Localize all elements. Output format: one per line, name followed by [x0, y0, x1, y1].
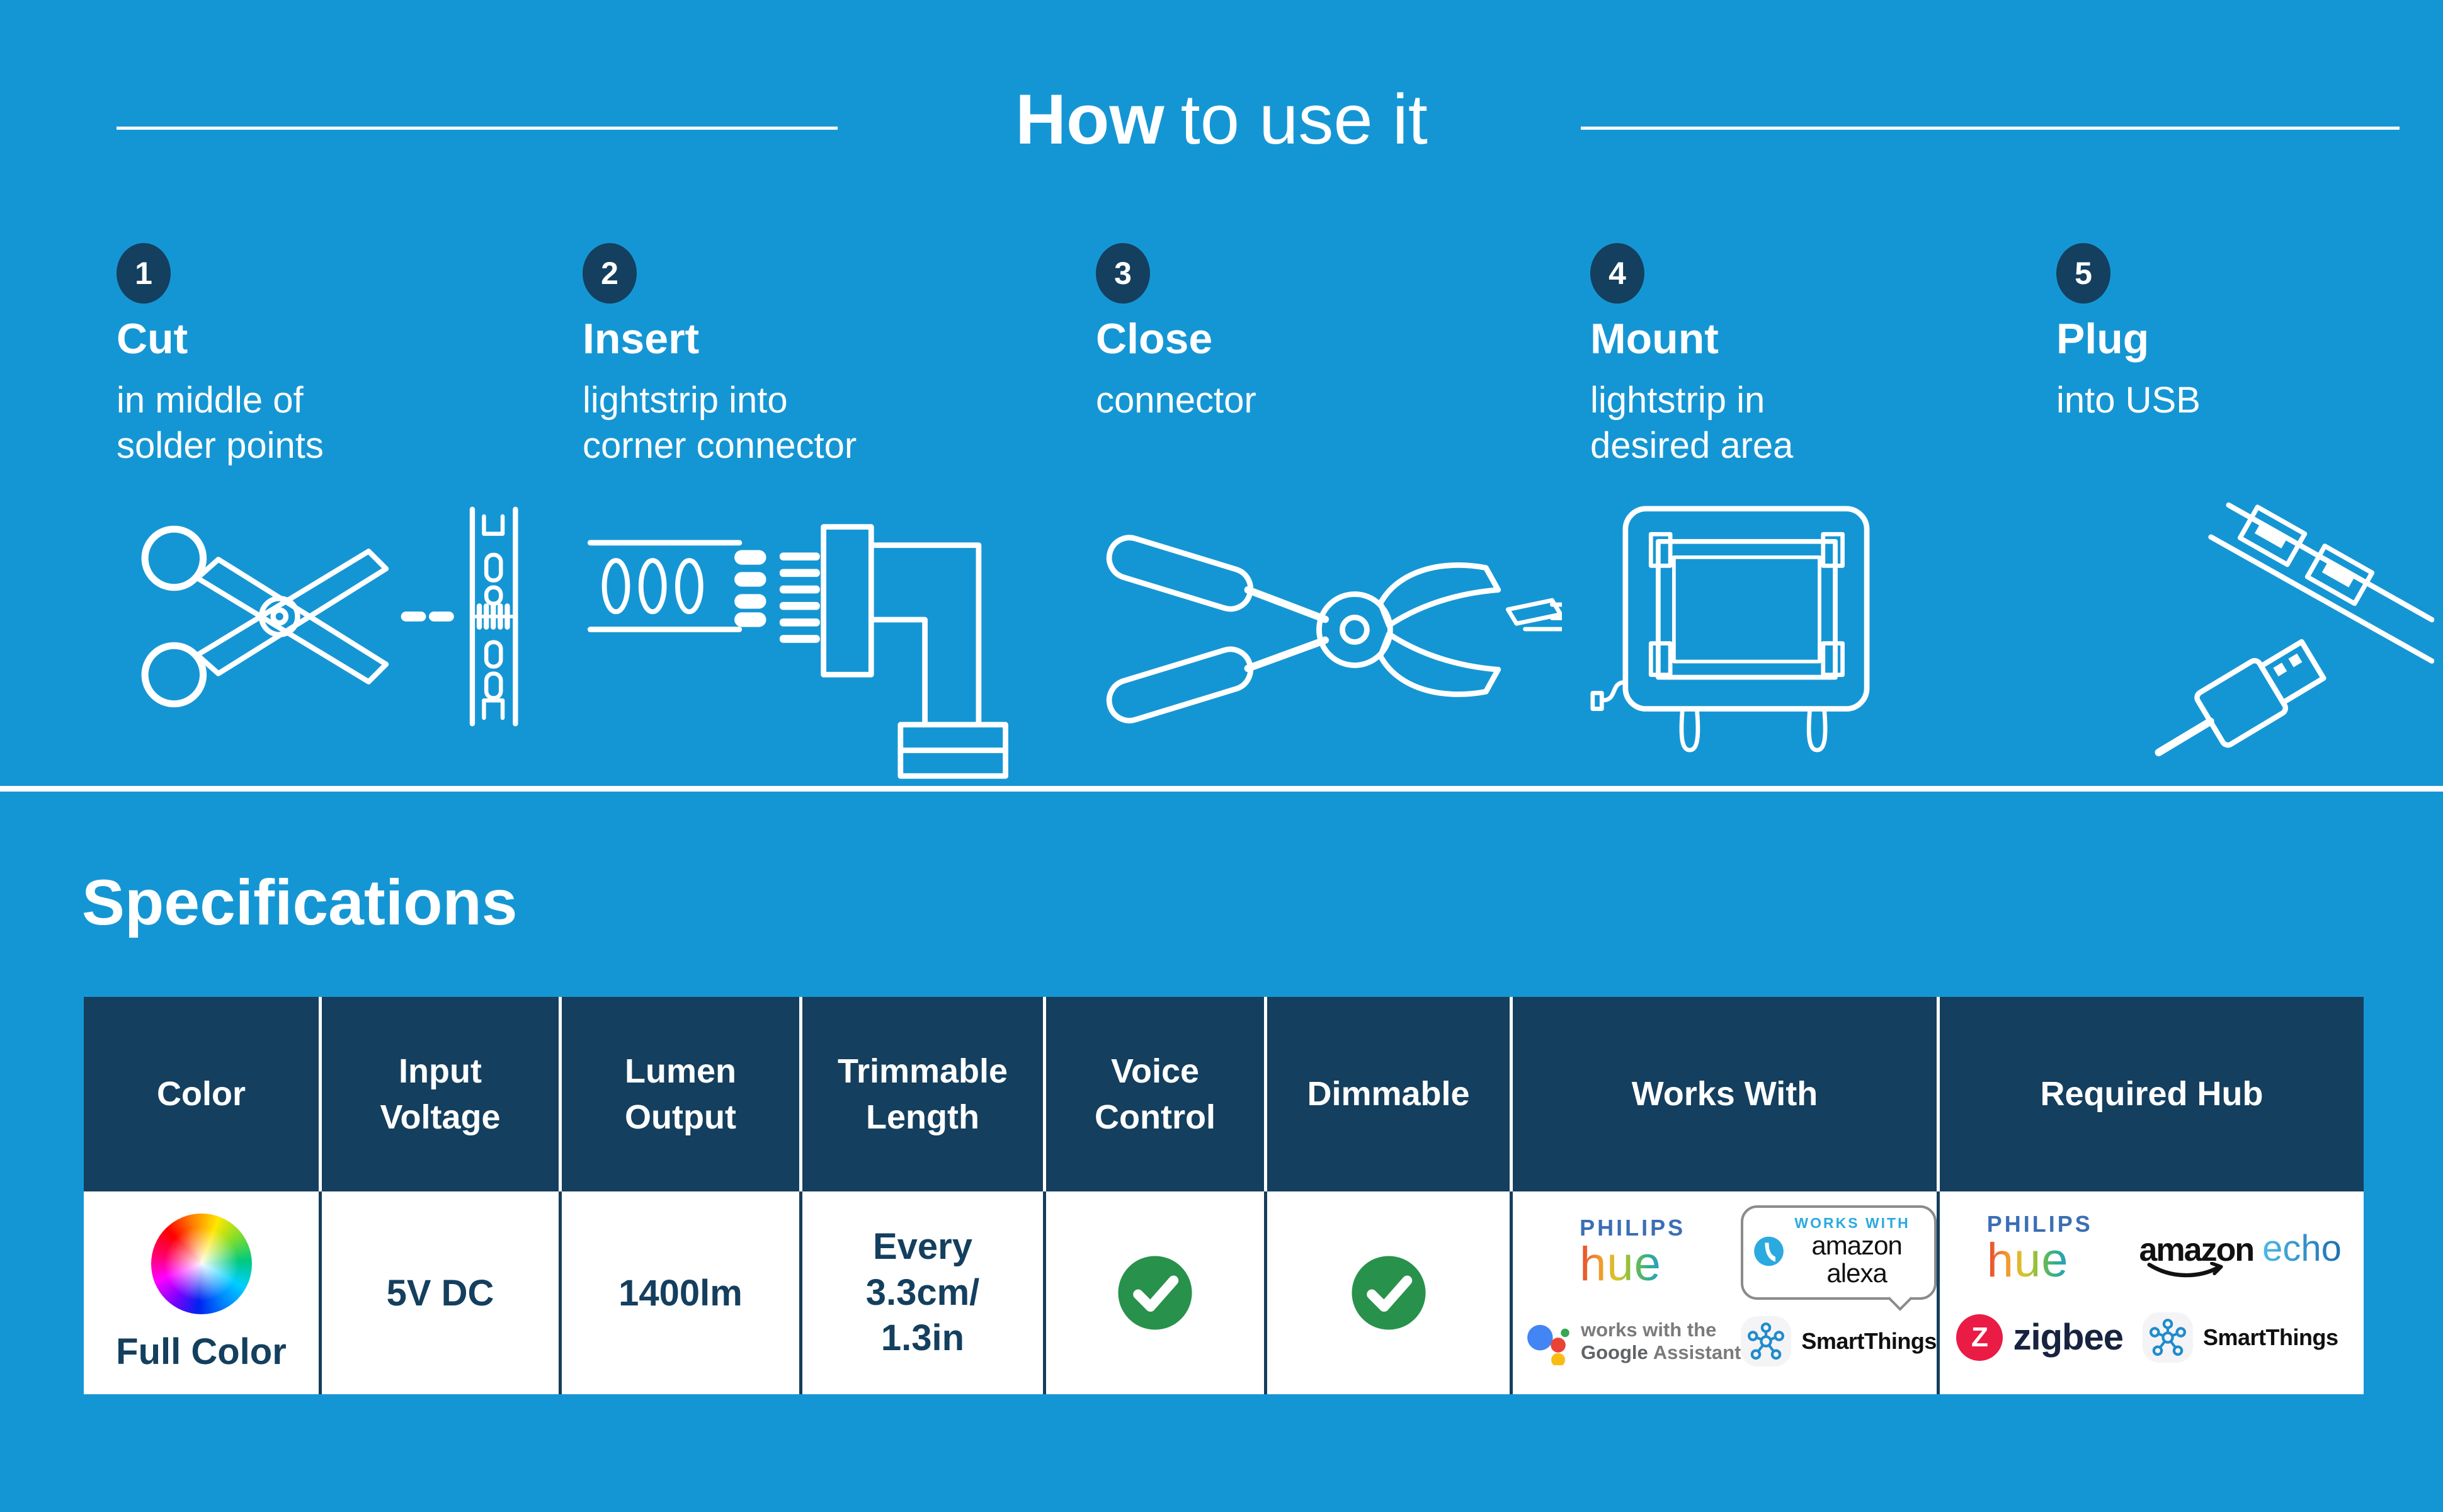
col-header-dimmable: Dimmable [1267, 997, 1513, 1191]
pliers-connector-icon [1096, 500, 1562, 758]
works-with-the-label: works with the [1581, 1318, 1717, 1341]
zigbee-wordmark: zigbee [2013, 1317, 2123, 1358]
step-number-badge: 3 [1096, 243, 1150, 304]
zigbee-logo: Z zigbee [1956, 1314, 2124, 1361]
cell-input-voltage: 5V DC [322, 1191, 562, 1394]
strip-into-connector-icon [583, 500, 1011, 781]
hue-wordmark: hue [1580, 1237, 1661, 1292]
step-title: Mount [1590, 315, 1719, 363]
smartthings-logo: SmartThings [2142, 1312, 2338, 1363]
title-rule-right [1581, 127, 2400, 130]
smartthings-wordmark: SmartThings [2202, 1324, 2338, 1350]
cell-trimmable-length: Every 3.3cm/ 1.3in [802, 1191, 1046, 1394]
col-header-works-with: Works With [1513, 997, 1940, 1191]
alexa-icon [1754, 1236, 1784, 1266]
specifications-table: Color Input Voltage Lumen Output Trimmab… [84, 997, 2364, 1394]
col-header-lumen-output: Lumen Output [562, 997, 802, 1191]
col-header-required-hub: Required Hub [1940, 997, 2364, 1191]
philips-hue-logo: PHILIPS hue [1986, 1210, 2093, 1287]
cell-voice-control [1046, 1191, 1267, 1394]
cell-color: Full Color [84, 1191, 322, 1394]
color-wheel-icon [151, 1213, 252, 1314]
page-title-bold: How [1015, 80, 1165, 159]
philips-wordmark: PHILIPS [1986, 1210, 2093, 1237]
col-header-input-voltage: Input Voltage [322, 997, 562, 1191]
step-insert: 2 Insert lightstrip into corner connecto… [583, 243, 1008, 779]
amazon-wordmark: amazon [2139, 1231, 2255, 1268]
amazon-alexa-wordmark: amazon alexa [1811, 1231, 1902, 1288]
scissors-lightstrip-icon [117, 500, 532, 733]
step-description: into USB [2056, 380, 2201, 421]
step-title: Cut [117, 315, 188, 363]
google-assistant-icon [1527, 1324, 1569, 1366]
philips-wordmark: PHILIPS [1580, 1215, 1686, 1241]
step-close: 3 Close connector [1096, 243, 1562, 759]
hue-wordmark: hue [1986, 1233, 2069, 1287]
smartthings-icon [2142, 1312, 2193, 1363]
amazon-echo-logo: amazon echo [2139, 1227, 2342, 1277]
specifications-heading: Specifications [82, 867, 518, 938]
step-number-badge: 1 [117, 243, 171, 304]
smartthings-logo: SmartThings [1741, 1316, 1937, 1367]
assistant-wordmark: Assistant [1653, 1341, 1741, 1364]
check-icon [1118, 1256, 1192, 1330]
smartthings-wordmark: SmartThings [1801, 1328, 1937, 1355]
check-icon [1351, 1256, 1426, 1330]
step-mount: 4 Mount lightstrip in desired area [1590, 243, 2006, 759]
tv-mount-icon [1590, 500, 1918, 773]
step-description: lightstrip into corner connector [583, 380, 857, 466]
cell-required-hub: PHILIPS hue amazon echo Z zigbee [1940, 1191, 2364, 1394]
title-rule-left [117, 127, 838, 130]
cell-dimmable [1267, 1191, 1513, 1394]
cell-lumen-output: 1400lm [562, 1191, 802, 1394]
step-title: Close [1096, 315, 1213, 363]
step-cut: 1 Cut in middle of solder points [117, 243, 532, 759]
page-title-rest: to use it [1180, 80, 1428, 159]
col-header-trimmable-length: Trimmable Length [802, 997, 1046, 1191]
step-plug: 5 Plug into USB [2056, 243, 2443, 759]
step-title: Insert [583, 315, 700, 363]
step-description: connector [1096, 380, 1256, 421]
zigbee-icon: Z [1956, 1314, 2003, 1361]
step-description: lightstrip in desired area [1590, 380, 1794, 466]
works-with-label: WORKS WITH [1794, 1215, 1910, 1231]
step-number-badge: 2 [583, 243, 637, 304]
section-divider [0, 786, 2443, 792]
echo-wordmark: echo [2262, 1227, 2342, 1269]
col-header-voice-control: Voice Control [1046, 997, 1267, 1191]
step-number-badge: 4 [1590, 243, 1644, 304]
color-label: Full Color [116, 1331, 287, 1372]
step-number-badge: 5 [2056, 243, 2110, 304]
google-wordmark: Google [1581, 1341, 1648, 1364]
amazon-smile-icon [2146, 1261, 2223, 1277]
step-description: in middle of solder points [117, 380, 324, 466]
step-title: Plug [2056, 315, 2150, 363]
philips-hue-logo: PHILIPS hue [1580, 1217, 1685, 1288]
smartthings-icon [1741, 1316, 1792, 1367]
col-header-color: Color [84, 997, 322, 1191]
usb-plug-icon [2056, 500, 2434, 777]
cell-works-with: PHILIPS hue WORKS WITH amazon alexa [1513, 1191, 1940, 1394]
amazon-alexa-badge: WORKS WITH amazon alexa [1741, 1205, 1937, 1300]
